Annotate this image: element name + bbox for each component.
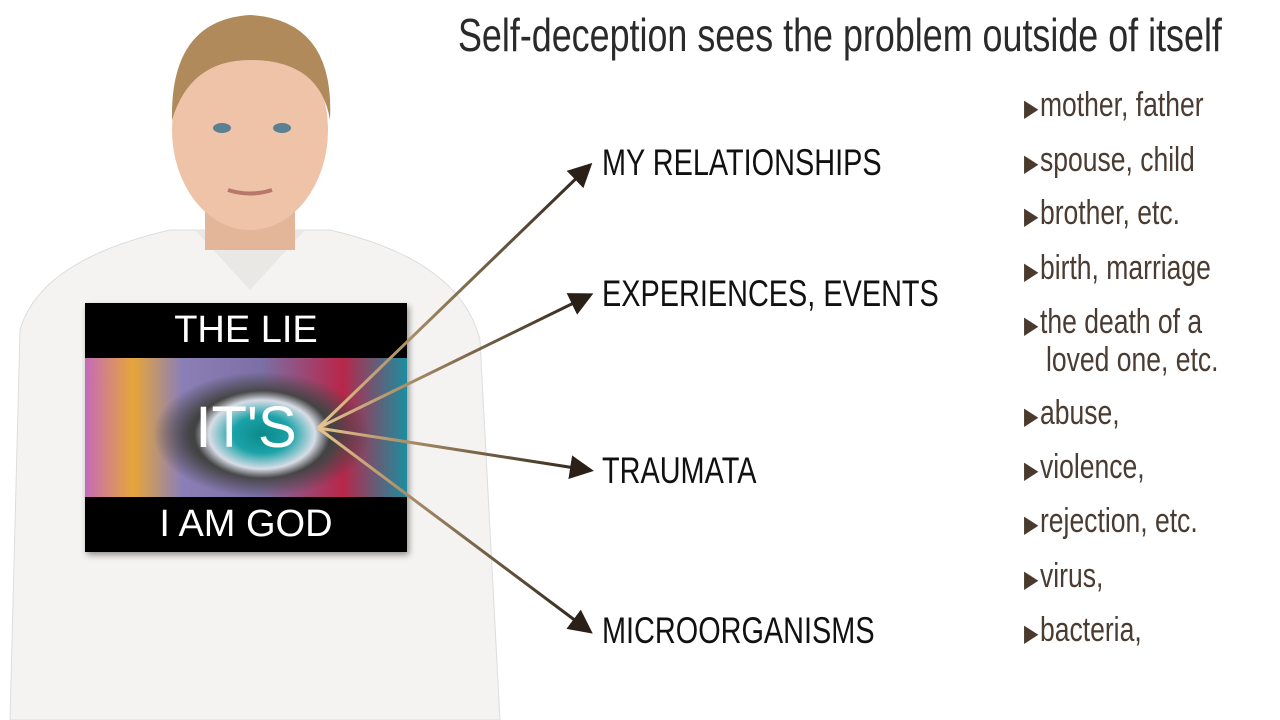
list-item-continuation: loved one, etc. [1046, 341, 1219, 379]
triangle-bullet-icon: ▶ [1024, 203, 1039, 230]
list-item: ▶birth, marriage [1024, 249, 1211, 287]
triangle-bullet-icon: ▶ [1024, 566, 1039, 593]
list-item: ▶brother, etc. [1024, 194, 1181, 232]
list-item: ▶violence, [1024, 448, 1145, 486]
triangle-bullet-icon: ▶ [1024, 258, 1039, 285]
category-microorganisms: MICROORGANISMS [602, 610, 875, 651]
arrow-experiences [317, 293, 594, 430]
list-item: ▶virus, [1024, 557, 1104, 595]
triangle-bullet-icon: ▶ [1024, 620, 1039, 647]
triangle-bullet-icon: ▶ [1024, 312, 1039, 339]
eye-image [85, 358, 407, 497]
card-middle-text: IT'S [195, 395, 297, 460]
card-bottom-band: I AM GOD [85, 497, 407, 552]
list-item: ▶bacteria, [1024, 611, 1142, 649]
list-item: ▶abuse, [1024, 394, 1120, 432]
category-traumata: TRAUMATA [602, 450, 757, 491]
card-top-band: THE LIE [85, 303, 407, 358]
category-experiences: EXPERIENCES, EVENTS [602, 273, 939, 314]
triangle-bullet-icon: ▶ [1024, 511, 1039, 538]
list-item: ▶the death of a [1024, 303, 1203, 341]
list-item: ▶mother, father [1024, 86, 1204, 124]
slide-title: Self-deception sees the problem outside … [458, 9, 1222, 61]
triangle-bullet-icon: ▶ [1024, 150, 1039, 177]
category-relationships: MY RELATIONSHIPS [602, 142, 882, 183]
arrow-traumata [317, 426, 594, 480]
list-item: ▶rejection, etc. [1024, 502, 1198, 540]
triangle-bullet-icon: ▶ [1024, 95, 1039, 122]
list-item: ▶spouse, child [1024, 141, 1195, 179]
arrow-relationships [316, 162, 593, 430]
the-lie-card: THE LIE IT'S I AM GOD [85, 303, 407, 552]
triangle-bullet-icon: ▶ [1024, 403, 1039, 430]
arrow-microorganisms [317, 426, 593, 634]
triangle-bullet-icon: ▶ [1024, 457, 1039, 484]
